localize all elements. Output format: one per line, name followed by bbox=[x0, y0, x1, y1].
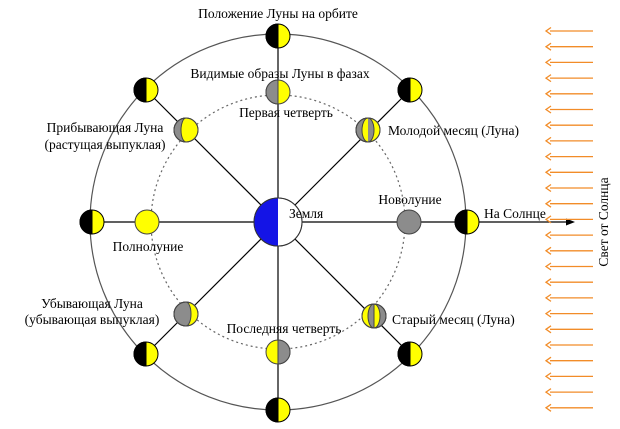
label-waxing-gibbous-line1: Прибывающая Луна bbox=[47, 120, 164, 135]
sun-ray-arrowhead bbox=[544, 246, 552, 255]
orbit-moon-top-left bbox=[133, 77, 159, 103]
earth-night-side bbox=[254, 198, 278, 246]
label-waxing-crescent: Молодой месяц (Луна) bbox=[388, 123, 519, 138]
sun-rays bbox=[544, 26, 593, 412]
label-earth: Земля bbox=[289, 206, 323, 221]
sun-ray-arrowhead bbox=[544, 231, 552, 240]
orbit-moon-bottom bbox=[265, 397, 291, 423]
sun-ray-arrowhead bbox=[544, 89, 552, 98]
orbit-moon-bottom-right bbox=[397, 341, 423, 367]
spoke-diag-sw bbox=[145, 221, 279, 355]
sun-ray-arrowhead bbox=[544, 183, 552, 193]
phase-waning-crescent-moon bbox=[361, 303, 387, 329]
sun-ray-arrowhead bbox=[544, 325, 552, 334]
phase-new-moon bbox=[396, 209, 422, 235]
sun-ray-arrowhead bbox=[544, 403, 552, 412]
label-first-quarter: Первая четверть bbox=[239, 105, 333, 120]
phase-full-moon bbox=[134, 209, 160, 235]
phase-waxing-gibbous-moon bbox=[173, 117, 199, 143]
label-full-moon: Полнолуние bbox=[113, 239, 184, 254]
sun-ray-arrowhead bbox=[544, 278, 552, 287]
sun-ray-arrowhead bbox=[544, 42, 552, 51]
sun-ray-arrowhead bbox=[544, 168, 552, 177]
sun-ray-arrowhead bbox=[544, 388, 552, 397]
sun-ray-arrowhead bbox=[544, 356, 552, 365]
to-sun-arrowhead bbox=[566, 218, 575, 226]
label-waxing-gibbous-line2: (растущая выпуклая) bbox=[44, 137, 165, 152]
sun-ray-arrowhead bbox=[544, 58, 552, 67]
sun-ray-arrowhead bbox=[544, 293, 552, 302]
label-orbit-position: Положение Луны на орбите bbox=[198, 6, 358, 21]
label-waning-gibbous-line1: Убывающая Луна bbox=[41, 296, 143, 311]
sun-ray-arrowhead bbox=[544, 340, 552, 350]
sun-ray-arrowhead bbox=[544, 262, 552, 271]
spoke-diag-ne bbox=[277, 89, 411, 223]
label-waning-gibbous-line2: (убывающая выпуклая) bbox=[25, 312, 160, 327]
spoke-diag-se bbox=[277, 221, 411, 355]
phase-first-quarter-moon bbox=[265, 79, 291, 105]
orbit-moon-top-right bbox=[397, 77, 423, 103]
orbit-moons bbox=[79, 23, 480, 423]
orbit-moon-left bbox=[79, 209, 105, 235]
earth bbox=[253, 197, 303, 247]
phase-last-quarter-moon bbox=[265, 339, 291, 365]
label-waning-crescent: Старый месяц (Луна) bbox=[392, 312, 515, 327]
sun-ray-arrowhead bbox=[544, 121, 552, 130]
sun-ray-arrowhead bbox=[544, 309, 552, 318]
sun-ray-arrowhead bbox=[544, 152, 552, 161]
sun-ray-arrowhead bbox=[544, 74, 552, 83]
sun-ray-arrowhead bbox=[544, 136, 552, 145]
label-new-moon: Новолуние bbox=[378, 192, 441, 207]
sun-ray-arrowhead bbox=[544, 372, 552, 381]
label-last-quarter: Последняя четверть bbox=[227, 321, 342, 336]
earth-outline bbox=[253, 197, 303, 247]
label-visible-phases: Видимые образы Луны в фазах bbox=[190, 66, 369, 81]
phase-waning-gibbous-moon bbox=[173, 301, 199, 327]
label-sunlight: Свет от Солнца bbox=[596, 177, 611, 266]
phase-waxing-crescent-moon bbox=[355, 117, 381, 143]
orbit-moon-bottom-left bbox=[133, 341, 159, 367]
orbit-moon-top bbox=[265, 23, 291, 49]
spoke-diag-nw bbox=[145, 89, 279, 223]
orbit-moon-right bbox=[454, 209, 480, 235]
label-to-sun: На Солнце bbox=[484, 206, 546, 221]
phase-moons bbox=[134, 79, 422, 365]
sun-ray-arrowhead bbox=[544, 105, 552, 114]
sun-ray-arrowhead bbox=[544, 215, 552, 224]
sun-ray-arrowhead bbox=[544, 26, 552, 36]
sun-ray-arrowhead bbox=[544, 199, 552, 208]
